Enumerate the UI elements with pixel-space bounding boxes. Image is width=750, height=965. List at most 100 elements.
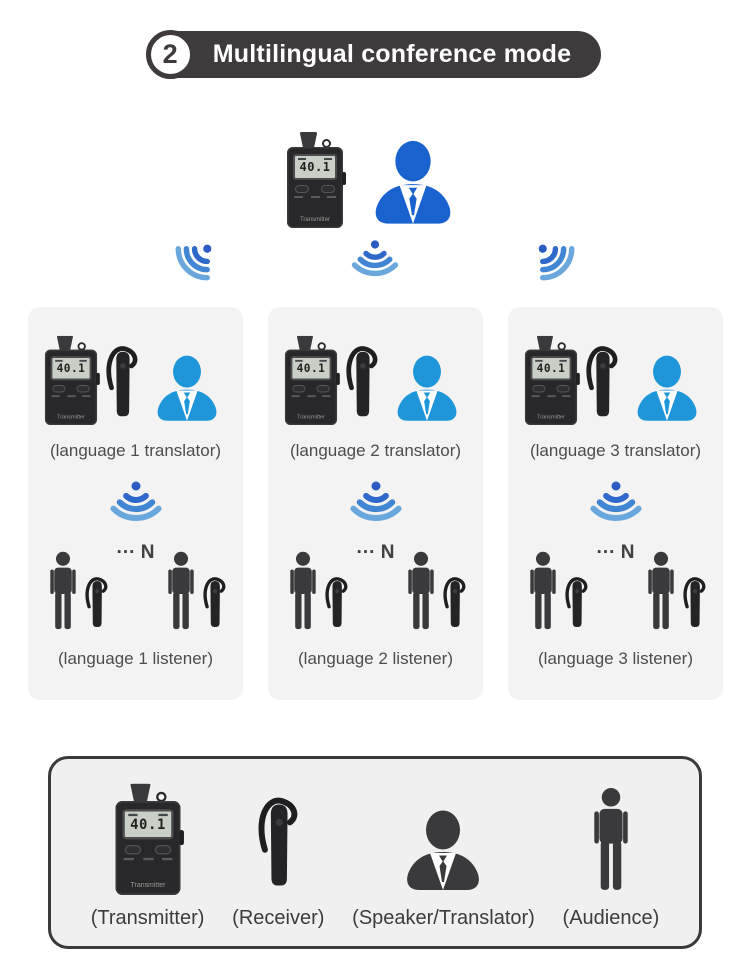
- transmitter-side-button: [95, 372, 100, 386]
- transmitter-side-button: [342, 172, 346, 185]
- transmitter-mic: [299, 132, 318, 148]
- transmitter-device-icon: 40.1 Transmitter: [284, 333, 340, 425]
- audience-person-icon: [43, 551, 83, 633]
- listener-row: ··· N: [283, 541, 469, 633]
- listener-group: [641, 551, 708, 633]
- transmitter-ring: [77, 342, 86, 351]
- audience-person-icon: [523, 551, 563, 633]
- receiver-earpiece-icon: [343, 343, 381, 425]
- listener-row: ··· N: [43, 541, 229, 633]
- listener-group: [523, 551, 590, 633]
- listener-group: [43, 551, 110, 633]
- lcd-channel-display: 40.1: [129, 816, 166, 833]
- transmitter-body: 40.1 Transmitter: [44, 349, 97, 425]
- legend-item-transmitter: 40.1 Transmitter (Transmitter): [90, 773, 205, 930]
- receiver-earpiece-icon: [441, 575, 468, 633]
- listener-caption: (language 1 listener): [58, 649, 213, 668]
- legend-label: (Receiver): [232, 907, 325, 929]
- transmitter-body: 40.1 Transmitter: [287, 147, 343, 228]
- n-count-label: ··· N: [596, 542, 635, 563]
- wifi-signal-left-icon: [159, 221, 235, 297]
- receiver-earpiece-icon: [323, 575, 350, 633]
- transmitter-lcd: 40.1: [50, 356, 91, 381]
- legend-item-audience: (Audience): [562, 773, 660, 930]
- transmitter-body: 40.1 Transmitter: [524, 349, 577, 425]
- transmitter-mic: [536, 335, 553, 351]
- audience-person-icon: [283, 551, 323, 633]
- translator-caption: (language 2 translator): [289, 441, 462, 460]
- legend-item-speaker-translator: (Speaker/Translator): [352, 773, 535, 930]
- wifi-signal-right-icon: [515, 221, 591, 297]
- title-pill: 2 Multilingual conference mode: [145, 30, 602, 79]
- language-card-2: 40.1 Transmitter (language 2 translator): [268, 307, 483, 700]
- lcd-channel-display: 40.1: [299, 160, 331, 174]
- n-count-label: ··· N: [116, 542, 155, 563]
- listener-caption: (language 3 listener): [538, 649, 693, 668]
- speaker-person-icon: [361, 136, 465, 228]
- transmitter-ring: [317, 342, 326, 351]
- transmitter-side-button: [575, 372, 580, 386]
- audience-icon: [585, 787, 637, 895]
- translator-person-icon: [626, 351, 708, 425]
- transmitter-mic: [296, 335, 313, 351]
- receiver-earpiece-icon: [681, 575, 708, 633]
- transmitter-side-button: [335, 372, 340, 386]
- language-card-3: 40.1 Transmitter (language 3 translator): [508, 307, 723, 700]
- listener-row: ··· N: [523, 541, 709, 633]
- wifi-signal-down-icon: [584, 477, 648, 527]
- header: 2 Multilingual conference mode: [0, 30, 750, 79]
- receiver-earpiece-icon: [201, 575, 228, 633]
- audience-person-icon: [401, 551, 441, 633]
- audience-person-icon: [641, 551, 681, 633]
- receiver-earpiece-icon: [103, 343, 141, 425]
- transmitter-mic: [129, 783, 151, 803]
- receiver-earpiece-icon: [83, 575, 110, 633]
- transmitter-device-icon: 40.1 Transmitter: [524, 333, 580, 425]
- lcd-channel-display: 40.1: [536, 361, 565, 375]
- transmitter-label: Transmitter: [56, 414, 85, 421]
- translator-device-row: 40.1 Transmitter: [284, 327, 468, 425]
- transmitter-lcd: 40.1: [530, 356, 571, 381]
- page-title: Multilingual conference mode: [212, 40, 572, 68]
- translator-person-icon: [146, 351, 228, 425]
- receiver-earpiece-icon: [583, 343, 621, 425]
- language-cards: 40.1 Transmitter (language 1 translator): [28, 307, 723, 700]
- lcd-channel-display: 40.1: [296, 361, 325, 375]
- transmitter-lcd: 40.1: [293, 154, 337, 180]
- listener-group: [161, 551, 228, 633]
- lcd-channel-display: 40.1: [56, 361, 85, 375]
- translator-device-row: 40.1 Transmitter: [44, 327, 228, 425]
- transmitter-lcd: 40.1: [122, 809, 174, 840]
- legend-label: (Speaker/Translator): [352, 907, 535, 929]
- wifi-signal-center-icon: [346, 234, 404, 284]
- transmitter-device-icon: 40.1 Transmitter: [285, 128, 346, 228]
- legend-item-receiver: (Receiver): [232, 773, 324, 930]
- listener-caption: (language 2 listener): [298, 649, 453, 668]
- language-card-1: 40.1 Transmitter (language 1 translator): [28, 307, 243, 700]
- receiver-earpiece-icon: [254, 795, 302, 895]
- legend-label: (Audience): [562, 907, 660, 929]
- translator-person-icon: [386, 351, 468, 425]
- transmitter-lcd: 40.1: [290, 356, 331, 381]
- transmitter-label: Transmitter: [536, 414, 565, 421]
- wifi-signal-down-icon: [104, 477, 168, 527]
- transmitter-label: Transmitter: [296, 414, 325, 421]
- transmitter-device-icon: 40.1 Transmitter: [115, 781, 184, 895]
- transmitter-mic: [56, 335, 73, 351]
- transmitter-ring: [557, 342, 566, 351]
- transmitter-label: Transmitter: [130, 882, 166, 890]
- receiver-earpiece-icon: [563, 575, 590, 633]
- legend-label: (Transmitter): [90, 907, 205, 929]
- step-number-badge: 2: [145, 30, 195, 79]
- signal-row: [168, 234, 582, 284]
- transmitter-label: Transmitter: [299, 217, 331, 223]
- translator-caption: (language 3 translator): [529, 441, 702, 460]
- audience-person-icon: [161, 551, 201, 633]
- speaker-translator-icon: [393, 805, 493, 895]
- listener-group: [283, 551, 350, 633]
- speaker-section: 40.1 Transmitter: [0, 112, 750, 228]
- transmitter-body: 40.1 Transmitter: [115, 801, 181, 895]
- n-count-label: ··· N: [356, 542, 395, 563]
- translator-device-row: 40.1 Transmitter: [524, 327, 708, 425]
